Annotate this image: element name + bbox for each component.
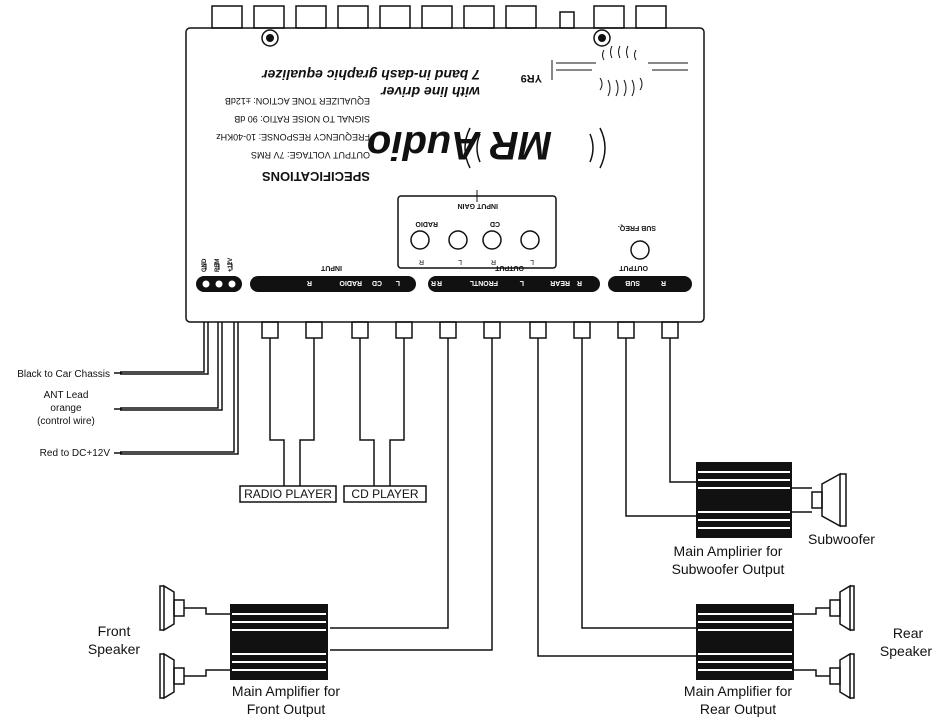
spec-line: FREQUENCY RESPONSE: 10-40KHz [216, 132, 370, 142]
specs-heading: SPECIFICATIONS [262, 169, 370, 184]
knob-letter: L [530, 258, 534, 265]
spec-line: SIGNAL TO NOISE RATIO: 90 dB [234, 114, 370, 124]
knob-letter: R [491, 258, 496, 265]
sub-output-group-label: OUTPUT [619, 264, 649, 271]
red-wire-label: Red to DC+12V [40, 448, 111, 459]
ant-wire-label-2: orange [50, 403, 82, 414]
rca-plugs [261, 321, 679, 339]
input-group-label: INPUT [320, 264, 342, 271]
front-speaker-label-2: Speaker [88, 641, 140, 657]
speaker-front-bottom [159, 652, 185, 700]
amp-rear-label-2: Rear Output [700, 701, 776, 717]
amp-rear-label-1: Main Amplifier for [684, 683, 792, 699]
input-gain-label: INPUT GAIN [458, 202, 498, 209]
cd-player-label: CD PLAYER [351, 487, 418, 501]
jack-label: RADIO [339, 279, 362, 286]
output-wires [330, 338, 696, 657]
unit-model: YR9 [521, 72, 542, 84]
unit-title-line1: 7 band in-dash graphic equalizer [261, 67, 480, 83]
jack-label: L [603, 279, 608, 286]
gain-knob-cd-l[interactable] [520, 230, 540, 250]
radio-player-box [239, 485, 337, 503]
radio-gain-label: RADIO [415, 220, 438, 227]
black-wire-label: Black to Car Chassis [17, 369, 110, 380]
speaker-front-top [159, 584, 185, 632]
amp-sub-label-1: Main Amplirier for [674, 543, 783, 559]
jack-label: CD [372, 279, 382, 286]
unit-title-line2: with line driver [380, 84, 480, 100]
eq-slider-knobs [211, 5, 667, 29]
source-wires [269, 338, 405, 486]
ant-wire-label-1: ANT Lead [44, 390, 89, 401]
logo-arcs [464, 127, 606, 169]
jack-label: L [347, 279, 352, 286]
amplifier-front [230, 604, 328, 680]
jack-label: FRONT [473, 279, 498, 286]
jack-label: SUB [625, 279, 640, 286]
jack-label: R [431, 279, 436, 286]
sub-freq-label: SUB FREQ. [618, 224, 656, 231]
rca-jack-bars: L RADIO R L CD R INPUT L FRONT R L REAR … [250, 264, 692, 292]
pin-12v: +12V [228, 258, 234, 272]
screw-holes [261, 29, 611, 47]
jack-label: R [437, 279, 442, 286]
power-wires [114, 322, 239, 455]
rear-speaker-label-1: Rear [893, 625, 924, 641]
output-group-label: OUTPUT [495, 264, 525, 271]
knob-letter: R [419, 258, 424, 265]
pin-rem: REM [215, 259, 221, 272]
jack-label: R [307, 279, 312, 286]
knob-letter: L [458, 258, 462, 265]
jack-label: REAR [550, 279, 570, 286]
cd-player-box [343, 485, 427, 503]
cd-gain-label: CD [490, 220, 500, 227]
spec-line: OUTPUT VOLTAGE: 7V RMS [251, 150, 370, 160]
amplifier-rear [696, 604, 794, 680]
radio-player-label: RADIO PLAYER [244, 487, 332, 501]
ant-wire-label-3: (control wire) [37, 416, 95, 427]
power-terminal: GND REM +12V [196, 258, 242, 292]
sub-freq-knob[interactable] [630, 240, 650, 260]
speaker-rear-top [829, 584, 855, 632]
subwoofer-label: Subwoofer [808, 531, 875, 547]
amp-front-label-1: Main Amplifier for [232, 683, 340, 699]
amplifier-sub [696, 462, 792, 538]
amp-front-label-2: Front Output [247, 701, 326, 717]
jack-label: R [577, 279, 582, 286]
brand-logo: MR Audio [367, 123, 552, 167]
gain-knob-cd-r[interactable] [482, 230, 502, 250]
speaker-subwoofer [811, 472, 847, 528]
jack-label: L [395, 279, 400, 286]
model-emblem [551, 45, 688, 97]
pin-gnd: GND [202, 258, 208, 272]
speaker-wires [184, 487, 830, 677]
unit-branding: 7 band in-dash graphic equalizer with li… [216, 67, 552, 184]
front-speaker-label-1: Front [98, 623, 131, 639]
gain-knob-radio-r[interactable] [410, 230, 430, 250]
gain-knob-radio-l[interactable] [448, 230, 468, 250]
jack-label: L [519, 279, 524, 286]
speaker-rear-bottom [829, 652, 855, 700]
jack-label: L [469, 279, 474, 286]
input-gain-panel: INPUT GAIN R L R L RADIO CD [397, 190, 557, 269]
spec-line: EQUALIZER TONE ACTION: ±12dB [225, 96, 370, 106]
rear-speaker-label-2: Speaker [880, 643, 932, 659]
jack-label: R [661, 279, 666, 286]
sub-freq-control: SUB FREQ. [618, 224, 656, 260]
amp-sub-label-2: Subwoofer Output [672, 561, 785, 577]
